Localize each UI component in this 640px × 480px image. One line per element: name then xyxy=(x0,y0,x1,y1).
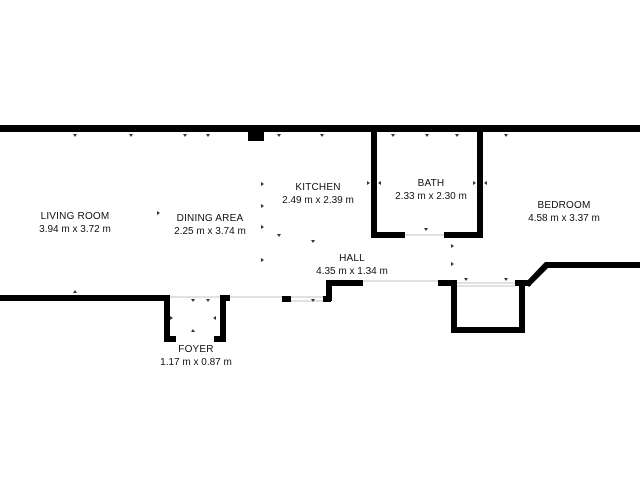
room-label-dining-area: DINING AREA 2.25 m x 3.74 m xyxy=(160,212,260,238)
wall-hall-stub xyxy=(282,296,291,302)
wall-foyer-right xyxy=(220,295,226,342)
marker-tick xyxy=(129,134,133,137)
marker-tick xyxy=(455,134,459,137)
marker-tick xyxy=(367,181,370,185)
room-name: DINING AREA xyxy=(176,213,244,224)
room-label-kitchen: KITCHEN 2.49 m x 2.39 m xyxy=(268,181,368,207)
room-name: FOYER xyxy=(178,344,214,355)
marker-tick xyxy=(157,211,160,215)
marker-tick xyxy=(473,181,476,185)
marker-tick xyxy=(277,134,281,137)
wall-bath-bottom-left xyxy=(371,232,405,238)
room-name: BATH xyxy=(417,178,445,189)
marker-tick xyxy=(170,316,173,320)
wall-living-bottom xyxy=(0,295,170,301)
marker-tick xyxy=(261,182,264,186)
marker-tick xyxy=(311,299,315,302)
marker-tick xyxy=(206,134,210,137)
wall-closet-top xyxy=(438,280,456,286)
room-name: BEDROOM xyxy=(537,200,591,211)
marker-tick xyxy=(191,329,195,332)
room-label-living-room: LIVING ROOM 3.94 m x 3.72 m xyxy=(24,210,126,236)
wall-foyer-left-foot xyxy=(164,336,176,342)
walls xyxy=(0,125,640,342)
marker-tick xyxy=(261,204,264,208)
room-dimensions: 2.49 m x 2.39 m xyxy=(282,195,354,206)
room-label-hall: HALL 4.35 m x 1.34 m xyxy=(302,252,402,278)
room-name: LIVING ROOM xyxy=(40,211,110,222)
room-dimensions: 2.33 m x 2.30 m xyxy=(395,191,467,202)
marker-tick xyxy=(451,262,454,266)
wall-top xyxy=(0,125,640,132)
wall-foyer-right-foot xyxy=(214,336,226,342)
room-name: HALL xyxy=(339,253,365,264)
room-dimensions: 4.35 m x 1.34 m xyxy=(316,266,388,277)
wall-hall-jog-c xyxy=(326,280,363,286)
marker-tick xyxy=(191,299,195,302)
wall-bath-bottom-right xyxy=(444,232,483,238)
room-dimensions: 4.58 m x 3.37 m xyxy=(528,213,600,224)
marker-tick xyxy=(425,134,429,137)
markers xyxy=(73,134,508,332)
room-label-bedroom: BEDROOM 4.58 m x 3.37 m xyxy=(512,199,616,225)
marker-tick xyxy=(73,134,77,137)
wall-top-column xyxy=(248,130,264,141)
openings xyxy=(170,234,515,302)
wall-bath-bedroom xyxy=(477,130,483,238)
marker-tick xyxy=(451,244,454,248)
marker-tick xyxy=(206,299,210,302)
marker-tick xyxy=(311,240,315,243)
marker-tick xyxy=(504,278,508,281)
room-label-bath: BATH 2.33 m x 2.30 m xyxy=(382,177,480,203)
marker-tick xyxy=(504,134,508,137)
room-dimensions: 2.25 m x 3.74 m xyxy=(174,226,246,237)
wall-foyer-left xyxy=(164,295,170,342)
room-name: KITCHEN xyxy=(295,182,341,193)
marker-tick xyxy=(464,278,468,281)
wall-kitchen-bath xyxy=(371,130,377,238)
marker-tick xyxy=(391,134,395,137)
marker-tick xyxy=(73,290,77,293)
wall-hall-jog-b xyxy=(326,283,332,301)
marker-tick xyxy=(261,258,264,262)
wall-closet-top-right xyxy=(515,280,531,286)
wall-closet-bottom xyxy=(451,327,525,333)
room-label-foyer: FOYER 1.17 m x 0.87 m xyxy=(146,343,246,369)
room-dimensions: 3.94 m x 3.72 m xyxy=(39,224,111,235)
marker-tick xyxy=(320,134,324,137)
wall-closet-right xyxy=(519,283,525,333)
marker-tick xyxy=(183,134,187,137)
marker-tick xyxy=(213,316,216,320)
wall-closet-left xyxy=(451,280,457,332)
marker-tick xyxy=(261,225,264,229)
wall-bedroom-angle xyxy=(525,262,640,287)
marker-tick xyxy=(277,234,281,237)
room-dimensions: 1.17 m x 0.87 m xyxy=(160,357,232,368)
marker-tick xyxy=(424,228,428,231)
marker-tick xyxy=(484,181,487,185)
wall-foyer-top-right xyxy=(220,295,230,301)
marker-tick xyxy=(378,181,381,185)
